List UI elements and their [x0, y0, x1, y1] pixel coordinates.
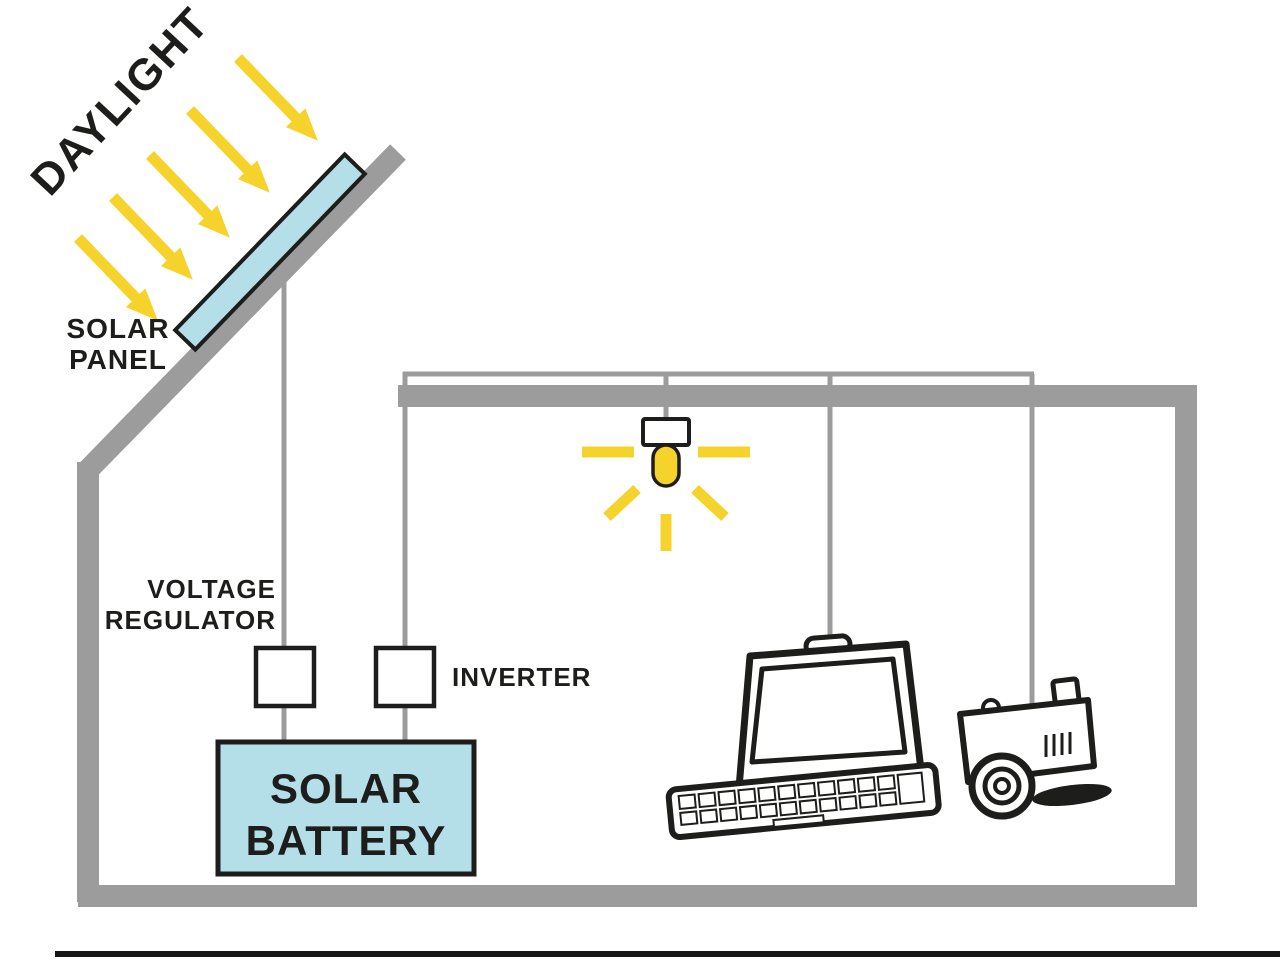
daylight-label: DAYLIGHT: [21, 0, 218, 205]
bulb-glass: [651, 443, 681, 488]
voltage-regulator-box: [253, 645, 317, 709]
camera-lens-outer: [968, 752, 1036, 820]
sun-arrow-icon: [186, 106, 270, 193]
solar-battery-label: SOLAR BATTERY: [246, 765, 447, 864]
house-structure: [77, 144, 1197, 907]
light-bulb-icon: [582, 417, 750, 551]
camera-flash-bars: [1044, 732, 1072, 757]
sun-arrow-icon: [109, 193, 193, 280]
laptop-touchpad: [772, 814, 825, 829]
solar-panel-label-line2: PANEL: [69, 344, 167, 375]
wires: [281, 248, 1035, 744]
bulb-ray: [603, 484, 641, 522]
voltage-regulator-label-line2: REGULATOR: [105, 605, 276, 635]
roof-slope: [78, 144, 406, 480]
daylight-arrows: [74, 54, 318, 321]
solar-panel-label-line1: SOLAR: [67, 313, 170, 344]
voltage-regulator-label: VOLTAGE REGULATOR: [105, 574, 276, 635]
voltage-regulator-label-line1: VOLTAGE: [147, 574, 276, 604]
inverter-label: INVERTER: [452, 662, 591, 692]
solar-panel-label: SOLAR PANEL: [67, 313, 170, 375]
laptop-side-panel: [896, 771, 926, 805]
solar-battery-label-line2: BATTERY: [246, 817, 447, 864]
camera-icon: [957, 676, 1112, 820]
bottom-border-line: [55, 951, 1280, 957]
laptop-screen: [749, 656, 908, 765]
bulb-socket: [641, 417, 691, 447]
sun-arrow-icon: [234, 54, 318, 141]
solar-panel: [172, 151, 368, 353]
solar-battery-label-line1: SOLAR: [270, 765, 422, 812]
camera-lens-mid: [982, 766, 1022, 806]
laptop-icon: [665, 633, 942, 841]
camera-lens-inner: [993, 777, 1011, 795]
bulb-ray: [691, 484, 729, 522]
sun-arrow-icon: [74, 234, 158, 321]
bulb-rays: [582, 446, 750, 551]
camera-shadow: [1032, 783, 1112, 807]
sun-arrow-icon: [146, 151, 230, 238]
inverter-box: [373, 645, 437, 709]
laptop-keyboard: [677, 771, 926, 829]
solar-battery-box: [215, 739, 477, 877]
